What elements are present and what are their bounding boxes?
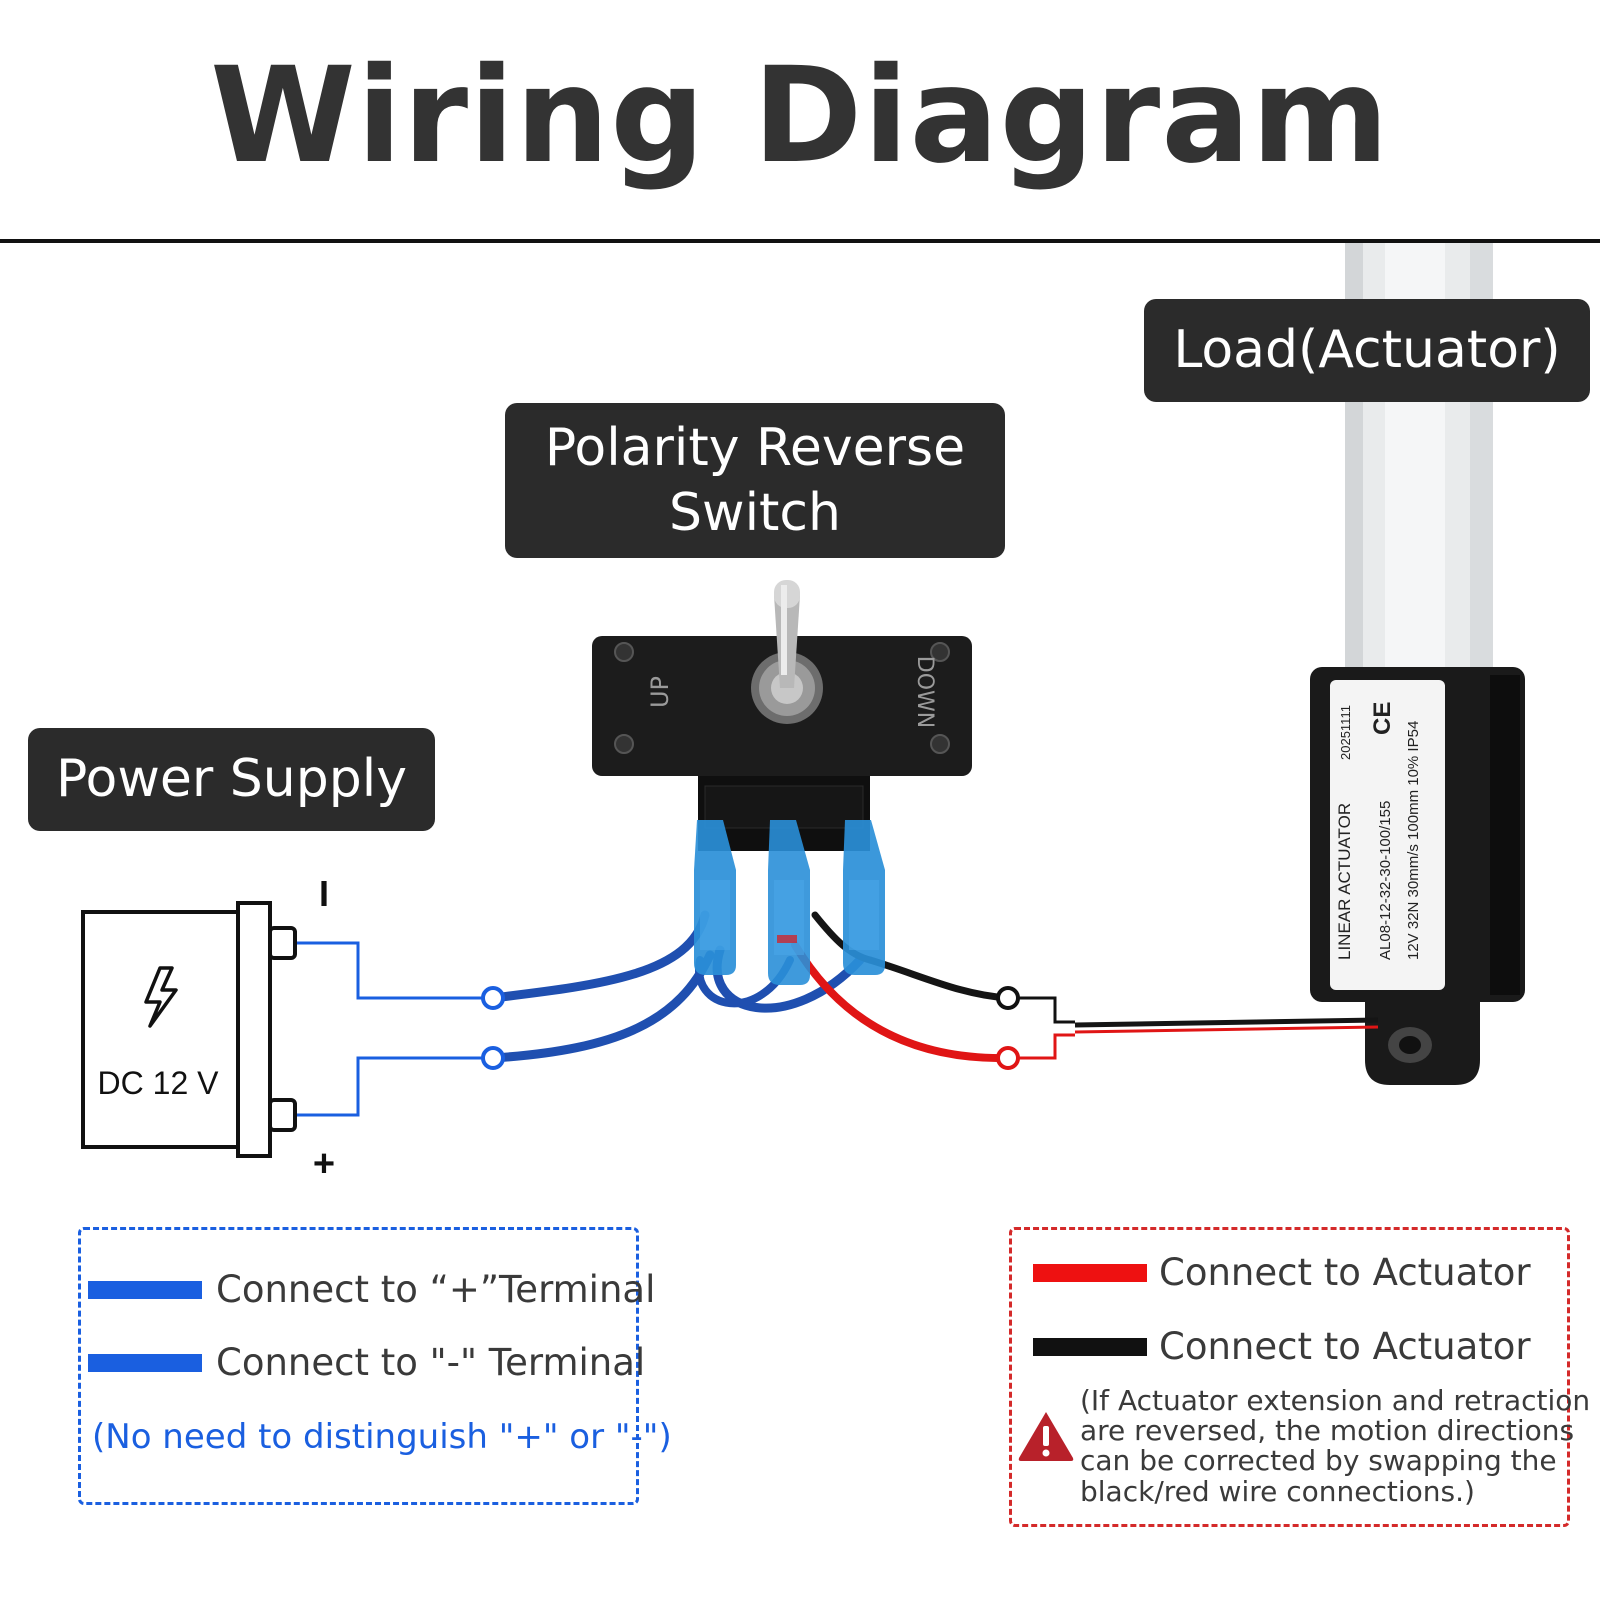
legend-black-text: Connect to Actuator (1159, 1325, 1531, 1368)
spade-connector-middle (768, 820, 810, 985)
load-actuator-label: Load(Actuator) (1144, 299, 1590, 402)
power-voltage: DC 12 V (98, 1065, 220, 1101)
actuator-label-line2: AL08-12-32-30-100/155 (1377, 801, 1394, 960)
red-schematic-line (1008, 1033, 1075, 1060)
blue-wire-top (488, 910, 710, 1003)
actuator-cable-black (1074, 1017, 1379, 1028)
actuator-body (1310, 667, 1525, 1085)
legend-plus-row: Connect to “+”Terminal (88, 1268, 655, 1311)
blue-wire-bottom (488, 950, 715, 1063)
polarity-switch-label: Polarity Reverse Switch (505, 403, 1005, 558)
lightning-icon (144, 966, 178, 1028)
black-swatch (1033, 1337, 1147, 1356)
black-wire (866, 956, 1012, 1002)
legend-minus-row: Connect to "-" Terminal (88, 1341, 645, 1384)
legend-polarity-note: (No need to distinguish "+" or "-") (92, 1417, 672, 1457)
junction-red (996, 1046, 1020, 1070)
power-supply-symbol (81, 901, 297, 1158)
minus-mark: I (319, 873, 329, 914)
legend-power-wires (78, 1227, 639, 1505)
blue-schematic-line-top (295, 941, 493, 1000)
switch-down-label: DOWN (912, 656, 937, 728)
ce-mark: CE (1369, 702, 1396, 735)
warning-triangle-icon (1018, 1412, 1074, 1461)
legend-black-row: Connect to Actuator (1033, 1325, 1531, 1368)
legend-minus-text: Connect to "-" Terminal (216, 1341, 646, 1384)
actuator-label-line3: 12V 32N 30mm/s 100mm 10% IP54 (1405, 721, 1422, 960)
black-schematic-line (1008, 996, 1075, 1024)
legend-red-row: Connect to Actuator (1033, 1251, 1531, 1294)
spade-connector-right (843, 820, 885, 975)
legend-plus-text: Connect to “+”Terminal (216, 1268, 656, 1311)
legend-red-text: Connect to Actuator (1159, 1251, 1531, 1294)
actuator-serial: 20251111 (1338, 705, 1353, 760)
junction-black (996, 986, 1020, 1010)
red-wire (791, 941, 1012, 1063)
toggle-lever (751, 580, 823, 724)
blue-swatch-plus (88, 1280, 202, 1299)
red-swatch (1033, 1263, 1147, 1282)
spade-connector-left (694, 820, 736, 975)
actuator-label-line1: LINEAR ACTUATOR (1335, 803, 1354, 960)
power-supply-label: Power Supply (28, 728, 435, 831)
legend-actuator-wires (1009, 1227, 1570, 1527)
blue-schematic-line-bottom (295, 1056, 493, 1117)
junction-blue-top (481, 986, 505, 1010)
actuator-cable-red (1074, 1025, 1379, 1034)
page-title: Wiring Diagram (210, 39, 1390, 193)
switch-up-label: UP (646, 676, 674, 708)
legend-warning-text: (If Actuator extension and retraction ar… (1080, 1384, 1591, 1508)
junction-blue-bottom (481, 1046, 505, 1070)
blue-swatch-minus (88, 1353, 202, 1372)
plus-mark: + (313, 1143, 335, 1185)
title-divider (0, 239, 1600, 243)
